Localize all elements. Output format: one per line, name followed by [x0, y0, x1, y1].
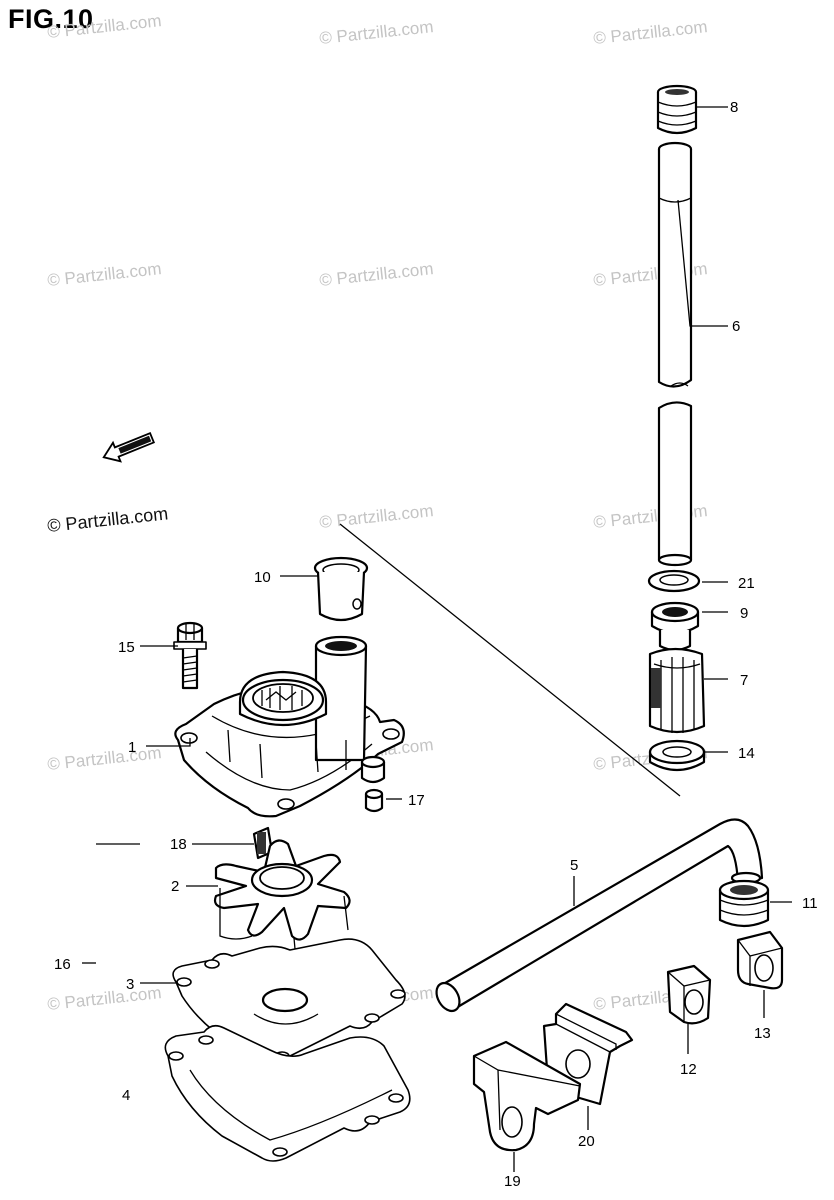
watermark-text: © Partzilla.com: [318, 259, 434, 290]
callout-12: 12: [680, 1061, 697, 1078]
part-5-hose: [435, 818, 764, 1013]
part-21-washer: [647, 569, 701, 593]
assembly-line: [339, 523, 681, 797]
part-15-bolt: [173, 621, 207, 690]
callout-16: 16: [54, 956, 71, 973]
leader-lines: [82, 106, 792, 1172]
callout-1: 1: [128, 739, 136, 756]
callout-20: 20: [578, 1133, 595, 1150]
watermark-text: © Partzilla.com: [46, 11, 162, 42]
callout-4: 4: [122, 1087, 130, 1104]
callout-2: 2: [171, 878, 179, 895]
callout-7: 7: [740, 672, 748, 689]
watermark-text: © Partzilla.com: [46, 983, 162, 1014]
part-7-grommet: [648, 647, 706, 734]
callout-17: 17: [408, 792, 425, 809]
watermark-text: © Partzilla.com: [592, 17, 708, 48]
callout-3: 3: [126, 976, 134, 993]
part-17-dowel-pin: [360, 755, 386, 813]
callout-6: 6: [732, 318, 740, 335]
watermark-text: © Partzilla.com: [318, 17, 434, 48]
part-11-grommet: [718, 879, 770, 928]
callout-19: 19: [504, 1173, 521, 1190]
part-19-bracket: [472, 1040, 582, 1152]
callout-5: 5: [570, 857, 578, 874]
part-10-collar: [313, 556, 369, 622]
watermark-text: © Partzilla.com: [46, 259, 162, 290]
copyright-text: © Partzilla.com: [46, 503, 169, 536]
part-1-pump-case: [174, 635, 405, 818]
part-2-impeller: [213, 839, 351, 961]
callout-21: 21: [738, 575, 755, 592]
watermark-text: © Partzilla.com: [318, 501, 434, 532]
part-12-clip: [666, 964, 712, 1025]
callout-15: 15: [118, 639, 135, 656]
part-8-grommet: [656, 84, 698, 135]
part-4-gasket: [164, 1024, 411, 1162]
callout-14: 14: [738, 745, 755, 762]
part-6-water-tube: [657, 141, 693, 567]
callout-9: 9: [740, 605, 748, 622]
part-9-seal: [650, 601, 700, 652]
callout-labels: 8 6 21 9 7 14 10 15 1 17 18 2 16 3 4 5 1…: [54, 99, 818, 1190]
watermarks: © Partzilla.com © Partzilla.com © Partzi…: [46, 11, 708, 1014]
figure-title: FIG.10: [8, 4, 94, 34]
callout-11: 11: [802, 895, 818, 912]
callout-13: 13: [754, 1025, 771, 1042]
callout-18: 18: [170, 836, 187, 853]
fwd-arrow-icon: [102, 431, 156, 463]
callout-8: 8: [730, 99, 738, 116]
watermark-text: © Partzilla.com: [46, 743, 162, 774]
callout-10: 10: [254, 569, 271, 586]
part-13-clamp: [736, 930, 784, 990]
part-14-washer: [648, 739, 706, 772]
